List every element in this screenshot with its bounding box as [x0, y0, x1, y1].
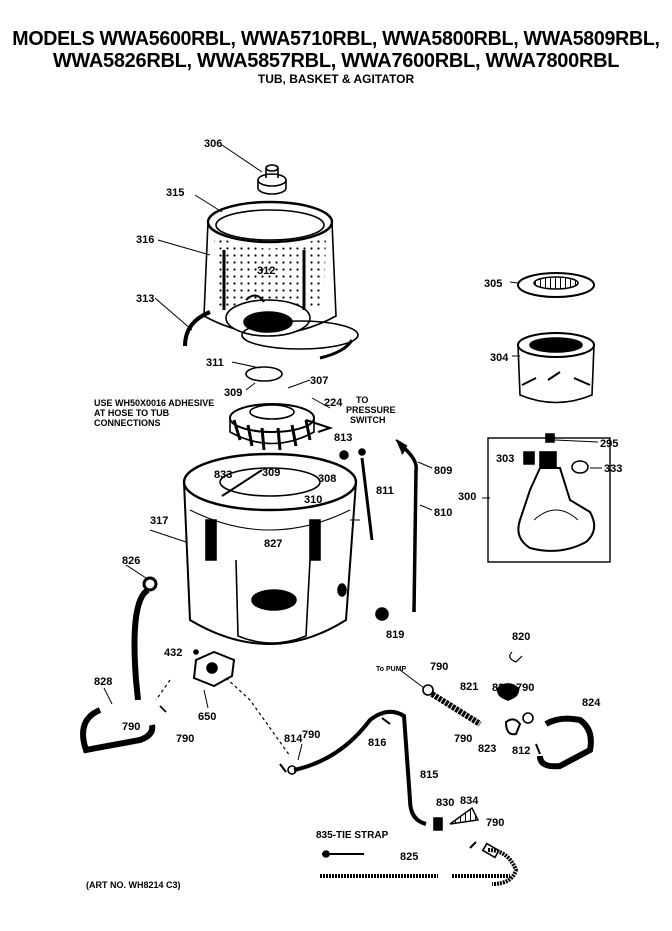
- label-790-822: 790: [516, 682, 534, 694]
- adhesive-note: USE WH50X0016 ADHESIVE AT HOSE TO TUB CO…: [94, 398, 214, 428]
- hub-assembly-307: [229, 379, 349, 460]
- part-labels: 306 315 316 312 313 311 309 307 224 813 …: [94, 138, 622, 863]
- label-813: 813: [334, 432, 352, 444]
- label-827: 827: [264, 538, 282, 550]
- label-825: 825: [400, 851, 418, 863]
- label-303: 303: [496, 453, 514, 465]
- label-224: 224: [324, 397, 343, 409]
- label-311: 311: [206, 357, 224, 369]
- label-317: 317: [150, 515, 168, 527]
- agitator-box-300: [482, 433, 611, 563]
- hose-821-822-823: [399, 651, 534, 736]
- label-316: 316: [136, 234, 154, 246]
- outer-tub-317: [149, 452, 360, 645]
- tie-strap-835: [320, 850, 510, 878]
- label-823: 823: [478, 743, 496, 755]
- label-814: 814: [284, 733, 303, 745]
- label-822: 822: [492, 682, 510, 694]
- note-tie-strap: 835-TIE STRAP: [316, 830, 389, 841]
- models-title-line1: MODELS WWA5600RBL, WWA5710RBL, WWA5800RB…: [12, 28, 660, 50]
- label-432: 432: [164, 647, 182, 659]
- pressure-switch-note: TO PRESSURE SWITCH: [346, 395, 396, 425]
- label-790-pump: 790: [430, 661, 448, 673]
- label-295: 295: [600, 438, 618, 450]
- label-812: 812: [512, 745, 530, 757]
- drive-hub-parts-311-309: [231, 361, 283, 391]
- label-815: 815: [420, 769, 438, 781]
- note-adhesive-2: AT HOSE TO TUB: [94, 408, 170, 418]
- label-820: 820: [512, 631, 530, 643]
- label-828: 828: [94, 676, 112, 688]
- label-790-823: 790: [454, 733, 472, 745]
- label-819: 819: [386, 629, 404, 641]
- clamps-830-834: [433, 806, 519, 886]
- balance-ring-313: [154, 297, 354, 360]
- note-pressure-2: PRESSURE: [346, 405, 396, 415]
- label-816: 816: [368, 737, 386, 749]
- label-300: 300: [458, 491, 476, 503]
- label-809: 809: [434, 465, 452, 477]
- agitator-cap-306: [221, 144, 287, 195]
- label-310: 310: [304, 494, 322, 506]
- label-304: 304: [490, 352, 509, 364]
- label-811: 811: [376, 485, 394, 497]
- label-312: 312: [257, 265, 275, 277]
- wash-basket-316: [157, 194, 359, 350]
- label-305: 305: [484, 278, 502, 290]
- label-315: 315: [166, 187, 184, 199]
- drain-hose-826-828: [80, 564, 158, 754]
- label-313: 313: [136, 293, 154, 305]
- label-309-tub: 309: [262, 467, 280, 479]
- art-number: (ART NO. WH8214 C3): [86, 880, 181, 890]
- section-subtitle: TUB, BASKET & AGITATOR: [257, 72, 415, 86]
- label-790-834: 790: [486, 817, 504, 829]
- label-830: 830: [436, 797, 454, 809]
- agitator-parts-305-304: [509, 272, 595, 404]
- label-650: 650: [198, 711, 216, 723]
- label-824: 824: [582, 697, 601, 709]
- label-826: 826: [122, 555, 140, 567]
- label-810: 810: [434, 507, 452, 519]
- note-pressure-1: TO: [356, 395, 368, 405]
- note-adhesive-3: CONNECTIONS: [94, 418, 161, 428]
- drain-hose-824: [535, 715, 594, 770]
- label-790-814: 790: [302, 729, 320, 741]
- label-834: 834: [460, 795, 479, 807]
- note-pressure-3: SWITCH: [350, 415, 386, 425]
- fill-hose-815-816: [279, 709, 427, 826]
- label-790-left: 790: [122, 721, 140, 733]
- pump-650: [155, 649, 291, 757]
- label-821: 821: [460, 681, 478, 693]
- tubes-811-810-809: [358, 439, 433, 621]
- label-309-top: 309: [224, 387, 242, 399]
- models-title-line2: WWA5826RBL, WWA5857RBL, WWA7600RBL, WWA7…: [52, 50, 620, 72]
- label-833: 833: [214, 469, 232, 481]
- label-790-pump-left: 790: [176, 733, 194, 745]
- label-307: 307: [310, 375, 328, 387]
- label-306: 306: [204, 138, 222, 150]
- label-308: 308: [318, 473, 336, 485]
- label-333: 333: [604, 463, 622, 475]
- note-adhesive-1: USE WH50X0016 ADHESIVE: [94, 398, 214, 408]
- note-to-pump: To PUMP: [376, 666, 407, 673]
